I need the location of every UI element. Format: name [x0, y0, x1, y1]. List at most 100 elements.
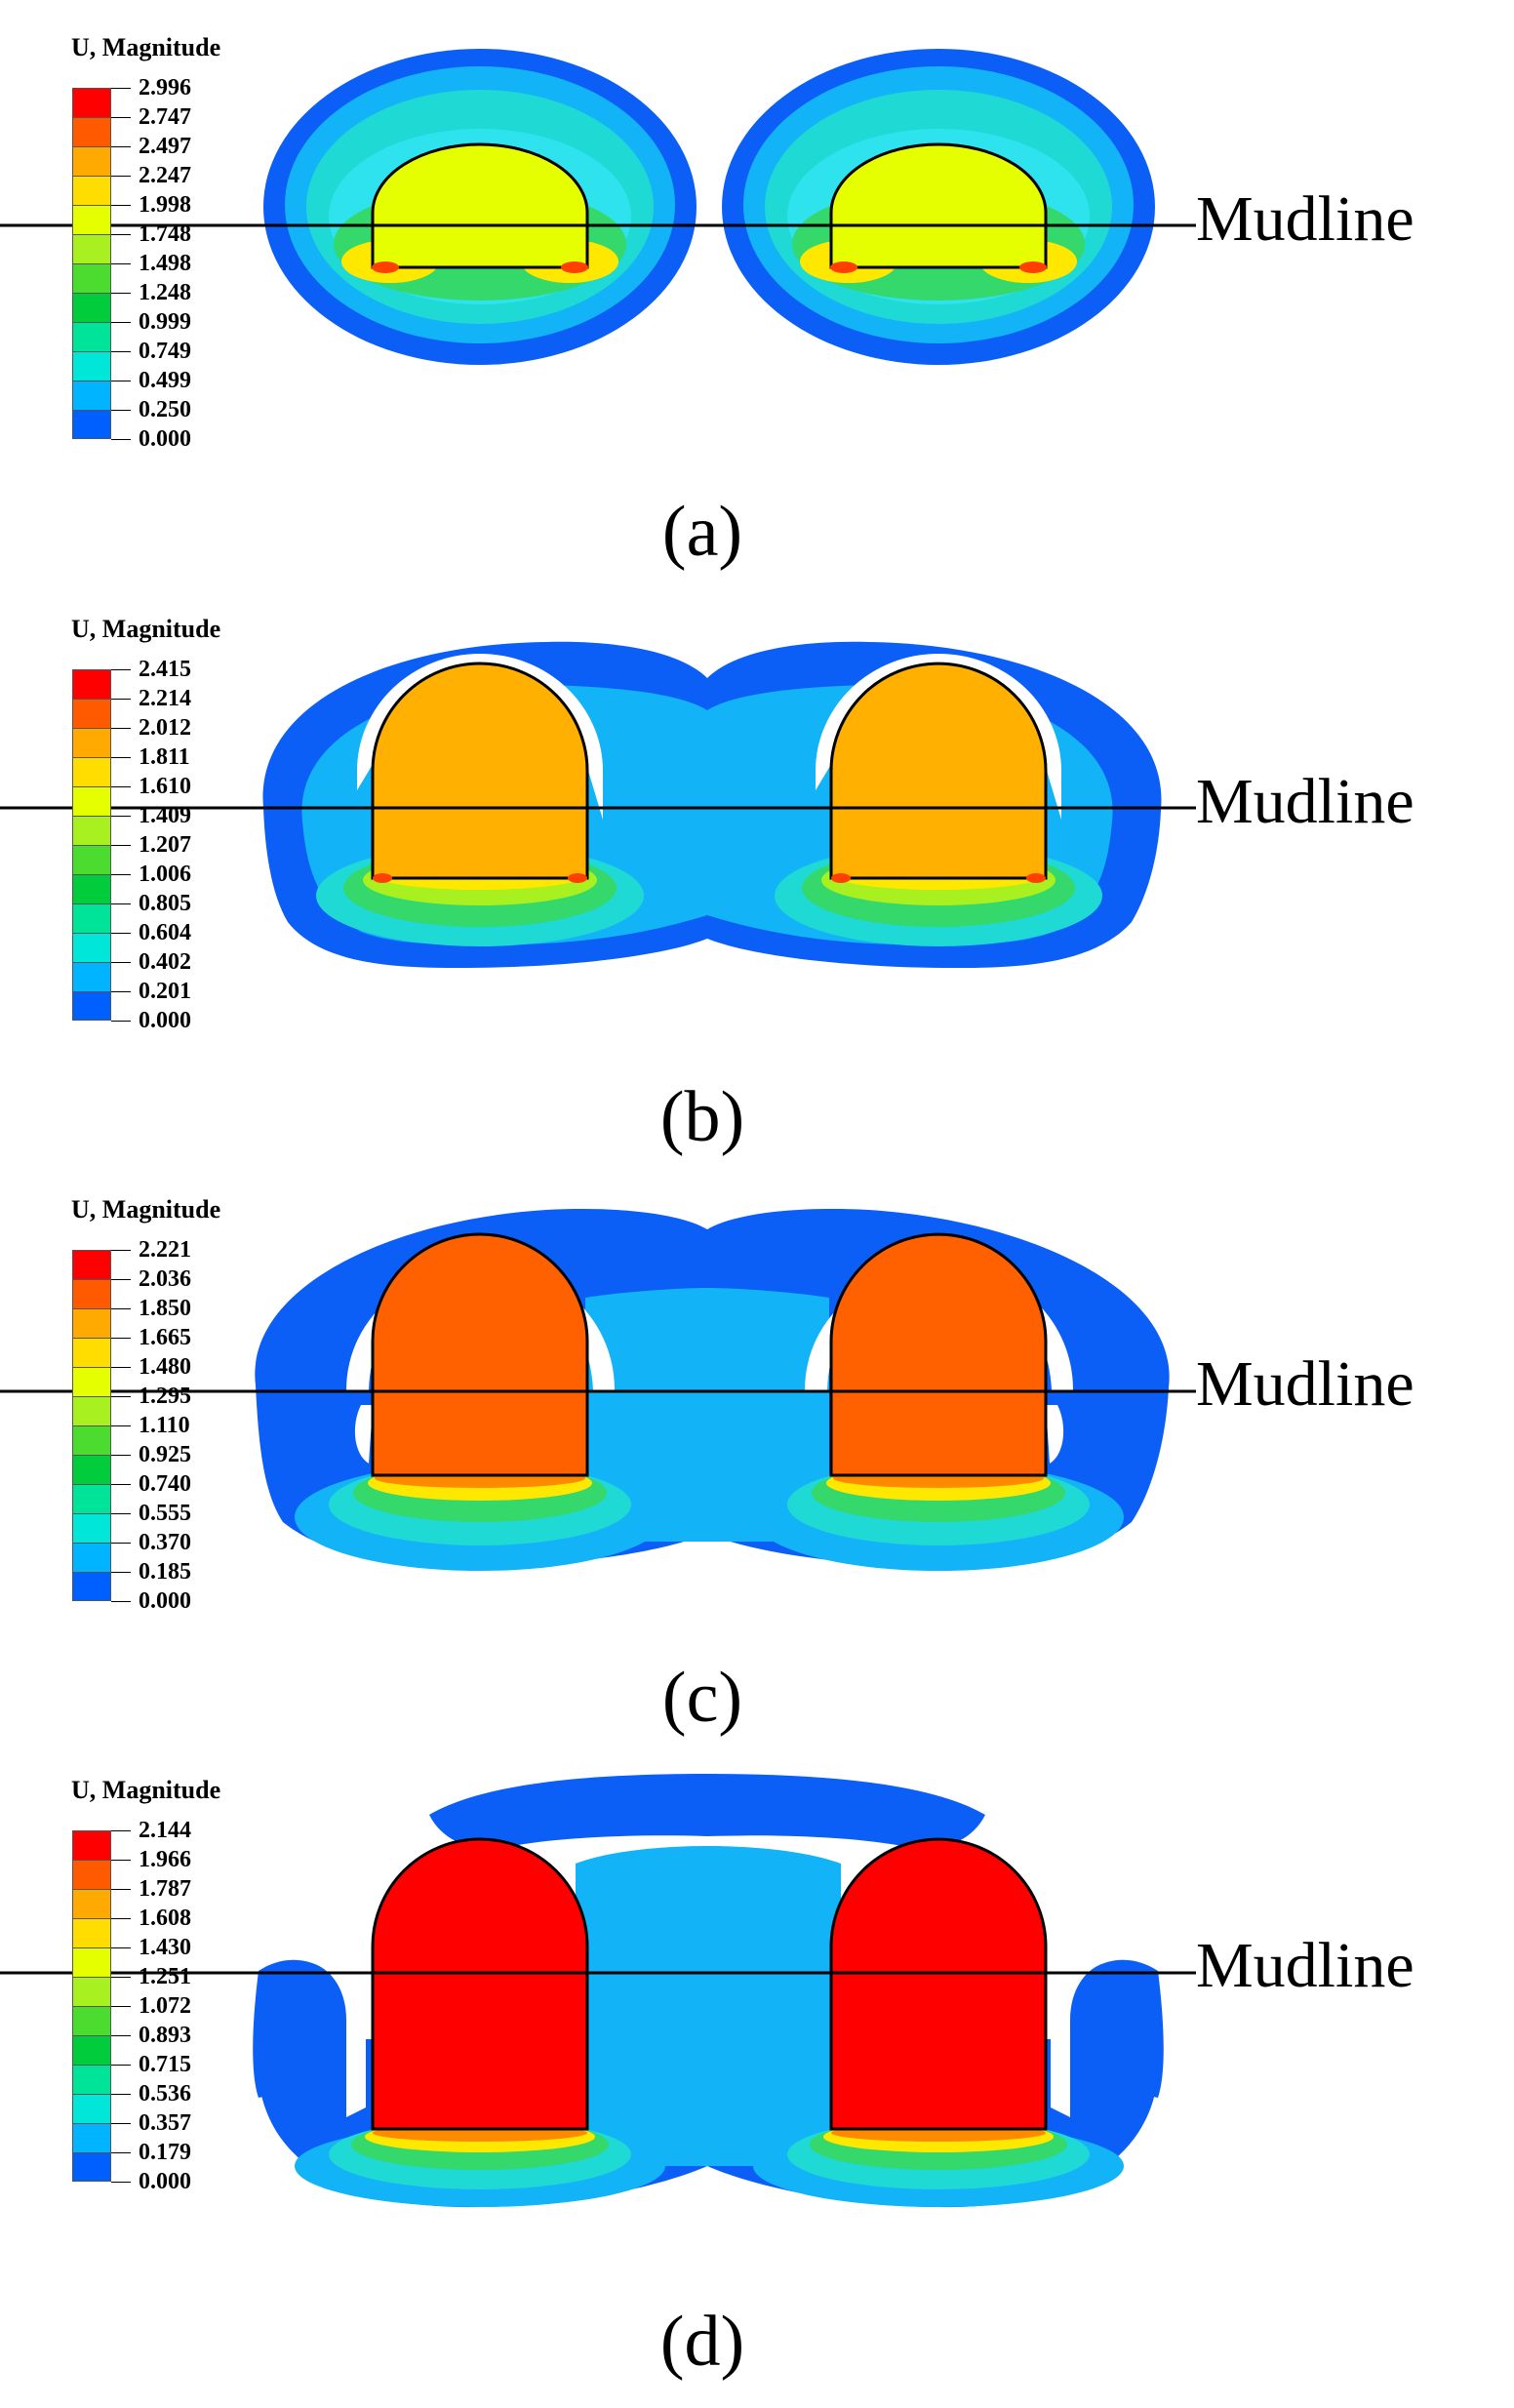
legend-tick [111, 845, 131, 846]
legend-value-label: 0.604 [139, 920, 191, 945]
caisson-left-a [371, 142, 589, 269]
legend-tick [111, 962, 131, 963]
legend-swatch [72, 874, 111, 903]
legend-value-label: 0.715 [139, 2052, 191, 2077]
legend-value-label: 1.006 [139, 862, 191, 887]
legend-swatch [72, 962, 111, 991]
legend-tick [111, 1250, 131, 1251]
legend-tick [111, 1543, 131, 1544]
caption-b: (b) [659, 1077, 745, 1157]
legend-tick [111, 699, 131, 700]
legend-swatch [72, 410, 111, 439]
legend-swatch [72, 234, 111, 263]
legend-value-label: 0.555 [139, 1501, 191, 1526]
legend-value-label: 1.251 [139, 1964, 191, 1989]
legend-tick [111, 176, 131, 177]
legend-swatch [72, 1338, 111, 1367]
legend-tick [111, 669, 131, 670]
legend-tick [111, 1021, 131, 1022]
legend-tick [111, 351, 131, 352]
legend-value-label: 1.966 [139, 1847, 191, 1872]
legend-value-label: 1.430 [139, 1935, 191, 1960]
legend-value-label: 1.409 [139, 803, 191, 828]
legend-value-label: 1.207 [139, 832, 191, 858]
legend-tick [111, 1572, 131, 1573]
legend-tick [111, 1455, 131, 1456]
legend-tick [111, 1425, 131, 1426]
legend-tick [111, 1601, 131, 1602]
legend-tick [111, 1308, 131, 1309]
legend-tick [111, 1513, 131, 1514]
legend-tick [111, 1830, 131, 1831]
legend-tick [111, 263, 131, 264]
caption-d: (d) [659, 2302, 745, 2382]
legend-swatch [72, 1977, 111, 2006]
legend-value-label: 0.185 [139, 1559, 191, 1585]
legend-tick [111, 933, 131, 934]
legend-tick [111, 1918, 131, 1919]
legend-swatch [72, 381, 111, 410]
caption-c: (c) [661, 1658, 743, 1738]
legend-tick [111, 410, 131, 411]
caisson-right-d [829, 1837, 1048, 2131]
legend-value-label: 0.250 [139, 397, 191, 422]
legend-value-label: 0.805 [139, 891, 191, 916]
legend-swatch [72, 991, 111, 1021]
legend-value-label: 2.214 [139, 686, 191, 711]
legend-tick [111, 1860, 131, 1861]
legend-swatch [72, 1484, 111, 1513]
caisson-right-c [829, 1232, 1048, 1477]
legend-swatch [72, 2123, 111, 2152]
legend-value-label: 0.000 [139, 1008, 191, 1033]
legend-value-label: 1.480 [139, 1354, 191, 1380]
legend-swatch [72, 2152, 111, 2182]
legend-title-a: U, Magnitude [71, 33, 221, 61]
mudline-label-a: Mudline [1196, 183, 1414, 255]
legend-swatch [72, 1308, 111, 1338]
legend-value-label: 0.499 [139, 368, 191, 393]
legend-swatch [72, 1543, 111, 1572]
legend-swatch [72, 1572, 111, 1601]
legend-swatch [72, 1455, 111, 1484]
legend-value-label: 0.749 [139, 339, 191, 364]
legend-tick [111, 1367, 131, 1368]
legend-value-label: 1.665 [139, 1325, 191, 1350]
legend-value-label: 0.179 [139, 2140, 191, 2165]
legend-tick [111, 2182, 131, 2183]
legend-value-label: 2.247 [139, 163, 191, 188]
legend-swatch [72, 1513, 111, 1543]
legend-swatch [72, 322, 111, 351]
legend-tick [111, 1889, 131, 1890]
legend-value-label: 2.497 [139, 134, 191, 159]
legend-swatch [72, 293, 111, 322]
legend-value-label: 1.072 [139, 1993, 191, 2019]
legend-value-label: 0.925 [139, 1442, 191, 1467]
legend-swatch [72, 1830, 111, 1860]
legend-title-b: U, Magnitude [71, 615, 221, 643]
legend-tick [111, 874, 131, 875]
legend-tick [111, 1977, 131, 1978]
legend-swatch [72, 1889, 111, 1918]
legend-value-label: 1.998 [139, 192, 191, 218]
legend-tick [111, 2006, 131, 2007]
legend-swatch [72, 1279, 111, 1308]
legend-value-label: 1.608 [139, 1906, 191, 1931]
legend-value-label: 2.144 [139, 1818, 191, 1843]
caisson-left-d [371, 1837, 589, 2131]
legend-value-label: 0.201 [139, 979, 191, 1004]
legend-tick [111, 903, 131, 904]
legend-tick [111, 728, 131, 729]
legend-value-label: 0.740 [139, 1471, 191, 1497]
legend-swatch [72, 1947, 111, 1977]
legend-value-label: 2.996 [139, 75, 191, 100]
legend-swatch [72, 117, 111, 146]
legend-tick [111, 757, 131, 758]
legend-swatch [72, 1425, 111, 1455]
legend-swatch [72, 146, 111, 176]
legend-swatch [72, 786, 111, 816]
legend-swatch [72, 205, 111, 234]
